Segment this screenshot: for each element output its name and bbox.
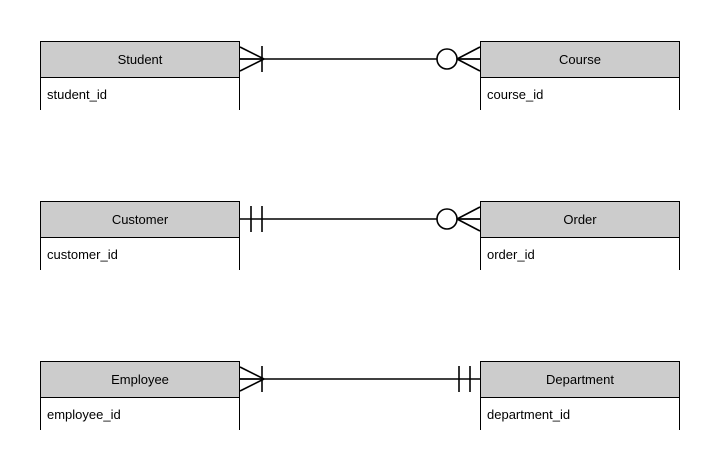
entity-department[interactable]: Department department_id bbox=[480, 361, 680, 430]
cardinality-zero-or-many-order bbox=[436, 206, 481, 232]
entity-department-title: Department bbox=[481, 362, 679, 398]
cardinality-zero-or-many-course bbox=[436, 46, 481, 72]
entity-order-title: Order bbox=[481, 202, 679, 238]
entity-course-attribute: course_id bbox=[481, 78, 679, 110]
entity-student[interactable]: Student student_id bbox=[40, 41, 240, 110]
entity-order-attribute: order_id bbox=[481, 238, 679, 270]
entity-customer[interactable]: Customer customer_id bbox=[40, 201, 240, 270]
entity-customer-attribute: customer_id bbox=[41, 238, 239, 270]
entity-course-title: Course bbox=[481, 42, 679, 78]
entity-customer-title: Customer bbox=[41, 202, 239, 238]
entity-employee[interactable]: Employee employee_id bbox=[40, 361, 240, 430]
entity-employee-title: Employee bbox=[41, 362, 239, 398]
entity-student-attribute: student_id bbox=[41, 78, 239, 110]
entity-order[interactable]: Order order_id bbox=[480, 201, 680, 270]
cardinality-exactly-one-customer bbox=[250, 206, 263, 232]
entity-student-title: Student bbox=[41, 42, 239, 78]
cardinality-exactly-one-department bbox=[458, 366, 471, 392]
cardinality-one-or-many-student bbox=[239, 46, 265, 72]
entity-department-attribute: department_id bbox=[481, 398, 679, 430]
entity-employee-attribute: employee_id bbox=[41, 398, 239, 430]
cardinality-one-or-many-employee bbox=[239, 366, 265, 392]
entity-course[interactable]: Course course_id bbox=[480, 41, 680, 110]
